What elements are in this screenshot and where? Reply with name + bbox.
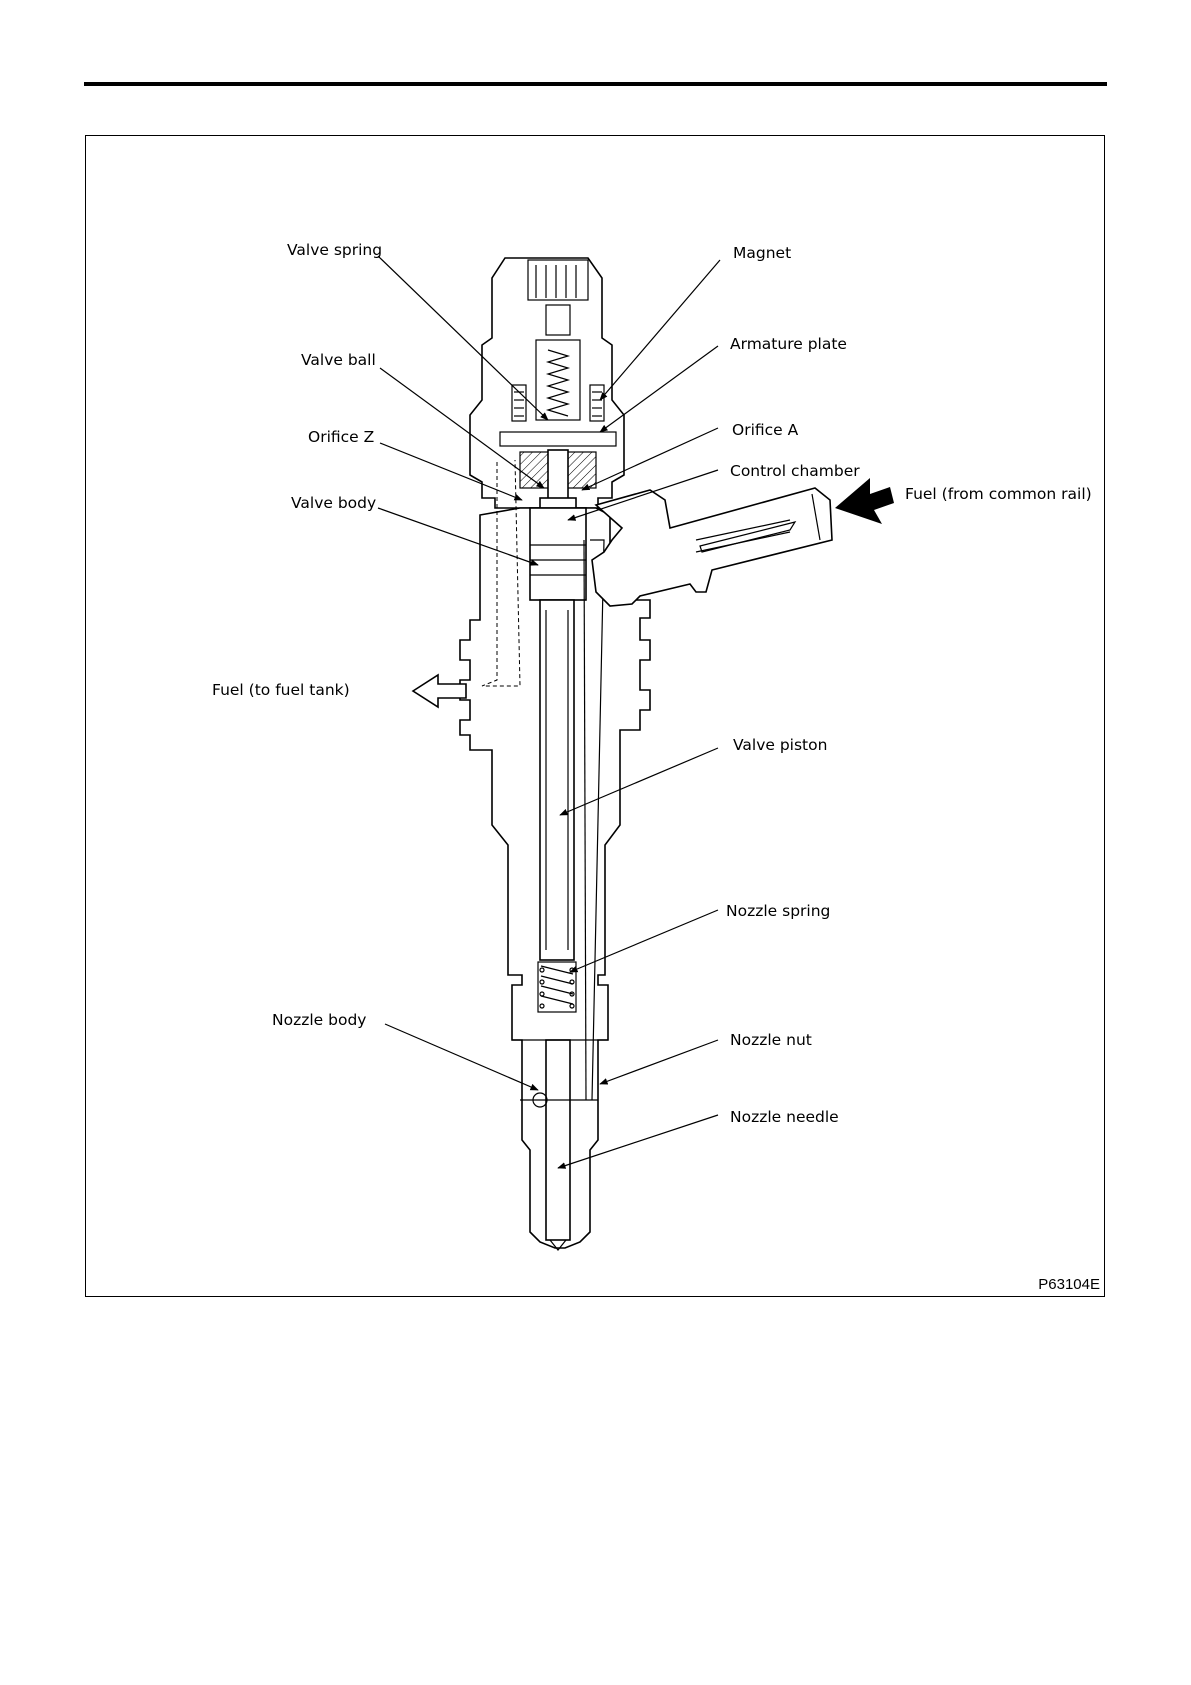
- fuel-inlet-connector: [592, 488, 832, 606]
- label-orifice-z: Orifice Z: [308, 428, 374, 446]
- label-orifice-a: Orifice A: [732, 421, 799, 439]
- label-nozzle-nut: Nozzle nut: [730, 1031, 812, 1049]
- fuel-out-arrow: [413, 675, 466, 707]
- injector-drawing: [460, 258, 650, 1250]
- label-valve-body: Valve body: [291, 494, 376, 512]
- label-valve-ball: Valve ball: [301, 351, 376, 369]
- label-nozzle-spring: Nozzle spring: [726, 902, 830, 920]
- label-nozzle-body: Nozzle body: [272, 1011, 366, 1029]
- label-valve-piston: Valve piston: [733, 736, 827, 754]
- fuel-in-arrow: [835, 478, 894, 524]
- label-magnet: Magnet: [733, 244, 791, 262]
- label-control-chamber: Control chamber: [730, 462, 860, 480]
- label-valve-spring: Valve spring: [287, 241, 382, 259]
- label-armature-plate: Armature plate: [730, 335, 847, 353]
- label-fuel-out: Fuel (to fuel tank): [212, 681, 350, 699]
- label-fuel-in: Fuel (from common rail): [905, 485, 1092, 503]
- figure-code: P63104E: [1038, 1276, 1100, 1293]
- label-nozzle-needle: Nozzle needle: [730, 1108, 839, 1126]
